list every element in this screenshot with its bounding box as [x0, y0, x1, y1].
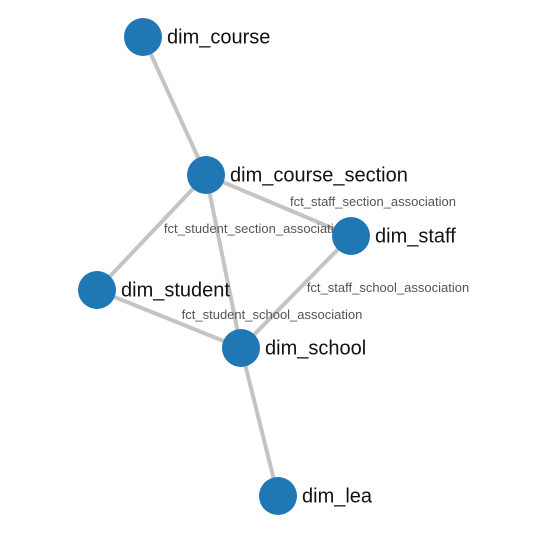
node-circle-dim_school[interactable]	[222, 329, 260, 367]
node-label-dim_student: dim_student	[121, 279, 230, 301]
edge-dim_course_section-dim_student	[95, 173, 208, 292]
edge-dim_student-dim_school	[96, 288, 242, 350]
node-dim_course[interactable]: dim_course	[124, 18, 270, 56]
node-dim_course_section[interactable]: dim_course_section	[187, 156, 408, 194]
node-circle-dim_course_section[interactable]	[187, 156, 225, 194]
edge-dim_school-dim_lea	[239, 347, 280, 497]
node-dim_school[interactable]: dim_school	[222, 329, 366, 367]
edge-label-dim_course_section-dim_staff: fct_staff_section_association	[290, 194, 456, 209]
node-dim_lea[interactable]: dim_lea	[259, 477, 373, 515]
node-circle-dim_student[interactable]	[78, 271, 116, 309]
node-label-dim_lea: dim_lea	[302, 485, 373, 507]
edge-dim_staff-dim_school	[239, 234, 353, 350]
nodes-layer: dim_course dim_course_section dim_staffdim…	[78, 18, 456, 515]
edge-label-dim_student-dim_school: fct_student_school_association	[182, 307, 363, 322]
edge-dim_course_section-dim_staff	[205, 173, 352, 238]
edges-layer	[95, 36, 353, 497]
node-dim_student[interactable]: dim_student	[78, 271, 230, 309]
node-label-dim_course: dim_course	[167, 26, 270, 48]
node-circle-dim_staff[interactable]	[332, 217, 370, 255]
edge-dim_course_section-dim_school	[204, 174, 243, 349]
edge-label-dim_staff-dim_school: fct_staff_school_association	[307, 280, 469, 295]
node-dim_staff[interactable]: dim_staff	[332, 217, 456, 255]
edge-label-dim_course_section-dim_student: fct_student_section_association	[164, 221, 348, 236]
node-circle-dim_lea[interactable]	[259, 477, 297, 515]
node-label-dim_school: dim_school	[265, 337, 366, 359]
node-label-dim_course_section: dim_course_section	[230, 164, 408, 186]
edge-dim_course-dim_course_section	[141, 36, 208, 176]
edge-labels-layer: fct_staff_section_association fct_student…	[164, 194, 469, 322]
node-label-dim_staff: dim_staff	[375, 225, 456, 247]
node-circle-dim_course[interactable]	[124, 18, 162, 56]
